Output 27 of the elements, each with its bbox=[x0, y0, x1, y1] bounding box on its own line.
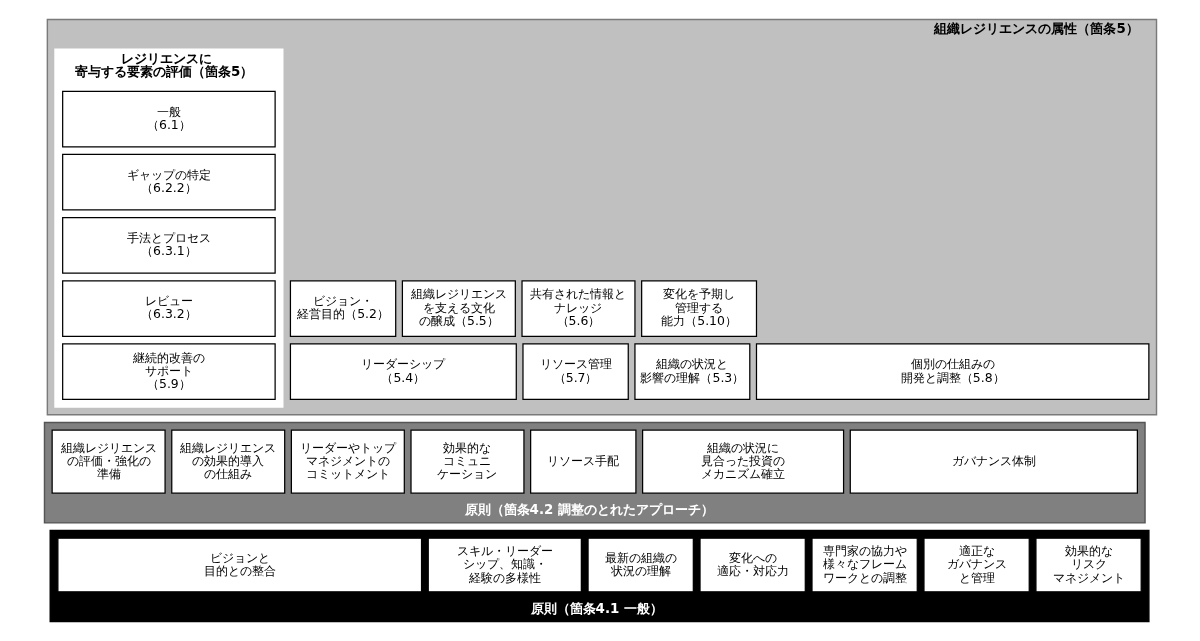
node-box: 適正なガバナンスと管理 bbox=[922, 537, 1030, 593]
node-box: 組織の状況に見合った投資のメカニズム確立 bbox=[641, 429, 844, 494]
node-box: リーダーやトップマネジメントのコミットメント bbox=[290, 429, 405, 494]
node-box: 効果的なコミュニケーション bbox=[409, 429, 525, 494]
node-box: 個別の仕組みの開発と調整（5.8） bbox=[755, 343, 1149, 401]
node-box: 継続的改善のサポート（5.9） bbox=[61, 343, 276, 401]
node-box: ギャップの特定（6.2.2） bbox=[61, 153, 276, 211]
node-box: 組織の状況と影響の理解（5.3） bbox=[633, 343, 750, 401]
node-box: 変化への適応・対応力 bbox=[698, 537, 806, 593]
node-box: 共有された情報とナレッジ（5.6） bbox=[520, 280, 636, 337]
node-box: 専門家の協力や様々なフレームワークとの調整 bbox=[810, 537, 918, 593]
node-box: リーダーシップ（5.4） bbox=[289, 343, 517, 401]
node-box: 最新の組織の状況の理解 bbox=[586, 537, 694, 593]
node-box: 組織レジリエンスの効果的導入の仕組み bbox=[170, 429, 285, 494]
node-box: ビジョン・経営目的（5.2） bbox=[289, 280, 396, 337]
node-box: 組織レジリエンスの評価・強化の準備 bbox=[51, 429, 166, 494]
node-box: ビジョンと目的との整合 bbox=[56, 537, 422, 593]
node-box: 一般（6.1） bbox=[61, 90, 276, 148]
node-box: レビュー（6.3.2） bbox=[61, 280, 276, 337]
node-box: 組織レジリエンスを支える文化の醸成（5.5） bbox=[401, 280, 516, 337]
node-box: リソース手配 bbox=[529, 429, 637, 494]
node-box: スキル・リーダーシップ、知識・経験の多様性 bbox=[427, 537, 582, 593]
node-box: 手法とプロセス（6.3.1） bbox=[61, 217, 276, 274]
node-box: 効果的なリスクマネジメント bbox=[1034, 537, 1142, 593]
node-box: ガバナンス体制 bbox=[849, 429, 1138, 494]
node-box: リソース管理（5.7） bbox=[521, 343, 629, 401]
node-box: 変化を予期し管理する能力（5.10） bbox=[640, 280, 757, 337]
